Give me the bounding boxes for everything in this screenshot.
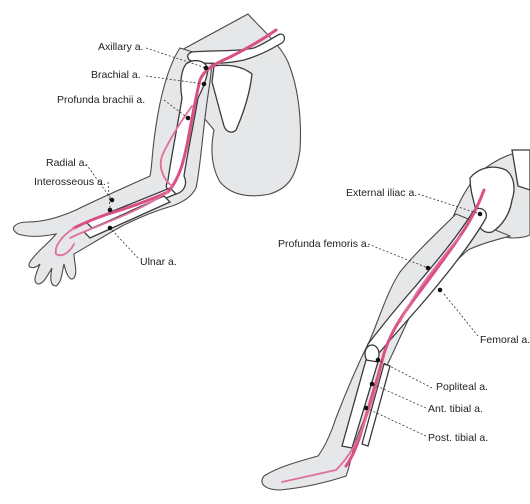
leg-anterior-tibial-artery (335, 371, 381, 471)
foot-dorsal-artery (281, 469, 337, 483)
profunda-brachii-leader (163, 99, 189, 119)
femoral-label: Femoral a. (480, 334, 530, 346)
arm-collateral-branch (159, 105, 193, 187)
post-tibial-leader (365, 407, 427, 437)
arm-limb-outline (13, 47, 213, 287)
femoral-leader (443, 293, 479, 337)
popliteal-dot (375, 357, 381, 363)
ulnar-label: Ulnar a. (140, 256, 177, 268)
arm-illustration (13, 13, 302, 287)
profunda-brachii-label: Profunda brachii a. (57, 94, 146, 106)
ulnar-dot (107, 225, 113, 231)
ant-tibial-label: Ant. tibial a. (428, 403, 483, 415)
scapula-bone (211, 64, 253, 133)
external-iliac-leader (417, 193, 481, 215)
arm-ulnar-branch (69, 191, 169, 239)
axillary-leader (145, 47, 207, 69)
external-iliac-label: External iliac a. (346, 187, 418, 199)
external-iliac-dot (477, 211, 483, 217)
hand-palmar-arch (54, 227, 75, 257)
sacrum-bone (511, 149, 530, 191)
interosseous-label: Interosseous a. (34, 176, 106, 188)
radial-label: Radial a. (46, 157, 88, 169)
popliteal-label: Popliteal a. (436, 381, 488, 393)
brachial-leader (145, 75, 205, 85)
arm-main-artery (72, 28, 278, 230)
ant-tibial-dot (369, 381, 375, 387)
interosseous-leader (107, 181, 111, 209)
ant-tibial-leader (371, 383, 427, 409)
leader-lines (85, 47, 481, 437)
post-tibial-label: Post. tibial a. (428, 432, 489, 444)
leg-illustration (261, 149, 530, 491)
leg-profunda-branch (399, 235, 461, 323)
radial-leader (85, 163, 113, 201)
leg-main-artery (376, 188, 486, 378)
radial-dot (109, 197, 115, 203)
brachial-label: Brachial a. (91, 69, 141, 81)
ulnar-leader (109, 227, 139, 259)
interosseous-dot (107, 207, 113, 213)
profunda-femoris-label: Profunda femoris a. (278, 238, 370, 250)
pointer-dots (107, 65, 483, 411)
profunda-femoris-dot (425, 265, 431, 271)
profunda-brachii-dot (185, 115, 191, 121)
profunda-femoris-leader (367, 243, 429, 269)
post-tibial-dot (363, 405, 369, 411)
axillary-dot (203, 65, 209, 71)
axillary-label: Axillary a. (98, 41, 144, 53)
brachial-dot (201, 81, 207, 87)
femoral-dot (437, 287, 443, 293)
